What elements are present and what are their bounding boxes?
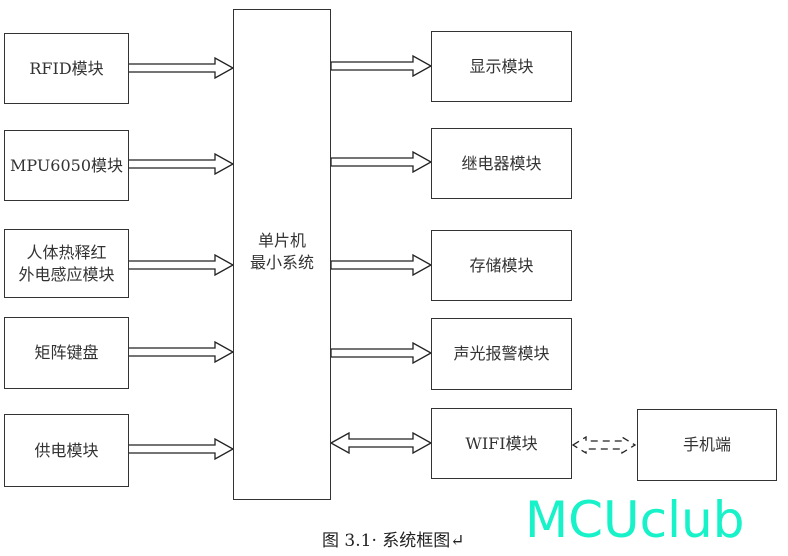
mcu-box: 单片机 最小系统 <box>233 9 331 500</box>
arrow-mcu-wifi-bidirectional <box>329 431 433 455</box>
box-label: 存储模块 <box>469 255 534 275</box>
arrow-mpu-to-mcu <box>127 152 235 176</box>
arrow-mcu-to-storage <box>330 253 433 277</box>
arrow-mcu-to-alarm <box>330 341 433 365</box>
box-label: RFID模块 <box>29 58 104 78</box>
output-box-display: 显示模块 <box>431 31 572 102</box>
phone-box: 手机端 <box>637 409 777 481</box>
box-label: 声光报警模块 <box>453 344 550 363</box>
arrow-mcu-to-display <box>330 54 433 78</box>
output-box-relay: 继电器模块 <box>431 128 572 199</box>
output-box-wifi: WIFI模块 <box>431 408 572 479</box>
arrow-power-to-mcu <box>127 437 235 461</box>
input-box-power: 供电模块 <box>4 414 129 487</box>
arrow-pir-to-mcu <box>127 253 235 277</box>
box-label: 人体热释红 外电感应模块 <box>18 242 115 284</box>
box-label: 单片机 最小系统 <box>249 231 314 272</box>
box-label: 显示模块 <box>469 56 534 76</box>
arrow-keypad-to-mcu <box>127 340 235 364</box>
box-label: WIFI模块 <box>465 433 538 453</box>
input-box-pir-sensor: 人体热释红 外电感应模块 <box>4 229 129 298</box>
box-label: 继电器模块 <box>461 153 542 173</box>
box-label: 手机端 <box>682 435 731 454</box>
box-label: 供电模块 <box>34 440 99 460</box>
watermark-logo: MCUclub <box>525 491 745 549</box>
box-label: MPU6050模块 <box>9 155 124 175</box>
input-box-keypad: 矩阵键盘 <box>4 317 129 389</box>
arrow-rfid-to-mcu <box>127 56 235 80</box>
output-box-alarm: 声光报警模块 <box>431 318 572 390</box>
arrow-wifi-phone-dashed <box>571 435 637 455</box>
figure-caption: 图 3.1· 系统框图↵ <box>322 531 465 551</box>
arrow-mcu-to-relay <box>330 150 433 174</box>
input-box-mpu6050: MPU6050模块 <box>4 130 129 201</box>
box-label: 矩阵键盘 <box>34 343 99 362</box>
input-box-rfid: RFID模块 <box>4 33 129 104</box>
output-box-storage: 存储模块 <box>431 230 572 301</box>
